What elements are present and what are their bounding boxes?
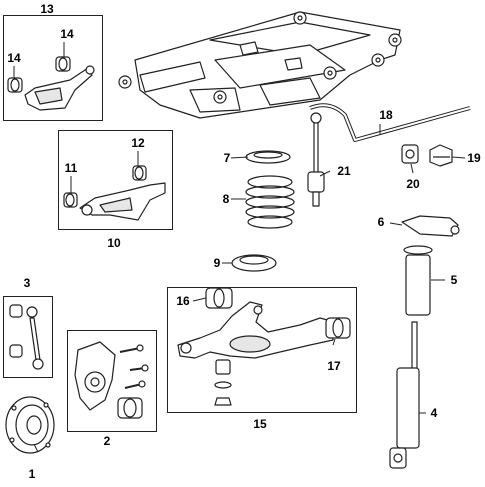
bar-clamp — [429, 144, 453, 167]
group-box-15 — [167, 287, 357, 413]
lower-control-arm — [177, 287, 351, 406]
callout-5: 5 — [450, 273, 458, 287]
callout-9: 9 — [213, 256, 221, 270]
callout-13: 13 — [40, 2, 54, 16]
callout-10: 10 — [107, 236, 121, 250]
callout-20: 20 — [406, 177, 420, 191]
callout-2: 2 — [103, 434, 111, 448]
callout-21: 21 — [337, 164, 351, 178]
callout-6: 6 — [377, 215, 385, 229]
group-box-13 — [3, 15, 103, 121]
callout-16: 16 — [176, 294, 190, 308]
callout-18: 18 — [379, 108, 393, 122]
stabilizer-link — [9, 304, 44, 370]
group-box-2 — [67, 330, 157, 432]
group-box-10 — [58, 130, 173, 230]
callout-12: 12 — [131, 136, 145, 150]
dust-boot — [403, 245, 433, 316]
stabilizer-shaft — [307, 112, 325, 207]
callout-8: 8 — [222, 192, 230, 206]
callout-7: 7 — [223, 151, 231, 165]
leader-lines — [13, 42, 466, 453]
callout-14-left: 14 — [7, 51, 21, 65]
bar-bushing — [401, 144, 419, 164]
lower-insulator — [231, 254, 277, 272]
callout-1: 1 — [28, 467, 36, 481]
callout-17: 17 — [327, 359, 341, 373]
callout-14-right: 14 — [60, 27, 74, 41]
callout-11: 11 — [64, 161, 78, 175]
knuckle — [74, 341, 149, 419]
shock-absorber — [389, 321, 420, 469]
toe-link — [63, 165, 166, 221]
hub-bearing — [5, 396, 55, 454]
rear-cradle — [118, 11, 402, 119]
group-box-3 — [3, 296, 53, 378]
callout-4: 4 — [430, 406, 438, 420]
coil-spring — [245, 175, 295, 229]
stabilizer-bar — [309, 103, 471, 142]
callout-3: 3 — [23, 276, 31, 290]
spring-insulator — [245, 150, 291, 164]
shock-upper-mount — [401, 215, 460, 237]
callout-19: 19 — [467, 151, 481, 165]
callout-15: 15 — [253, 417, 267, 431]
upper-control-link — [7, 56, 95, 111]
